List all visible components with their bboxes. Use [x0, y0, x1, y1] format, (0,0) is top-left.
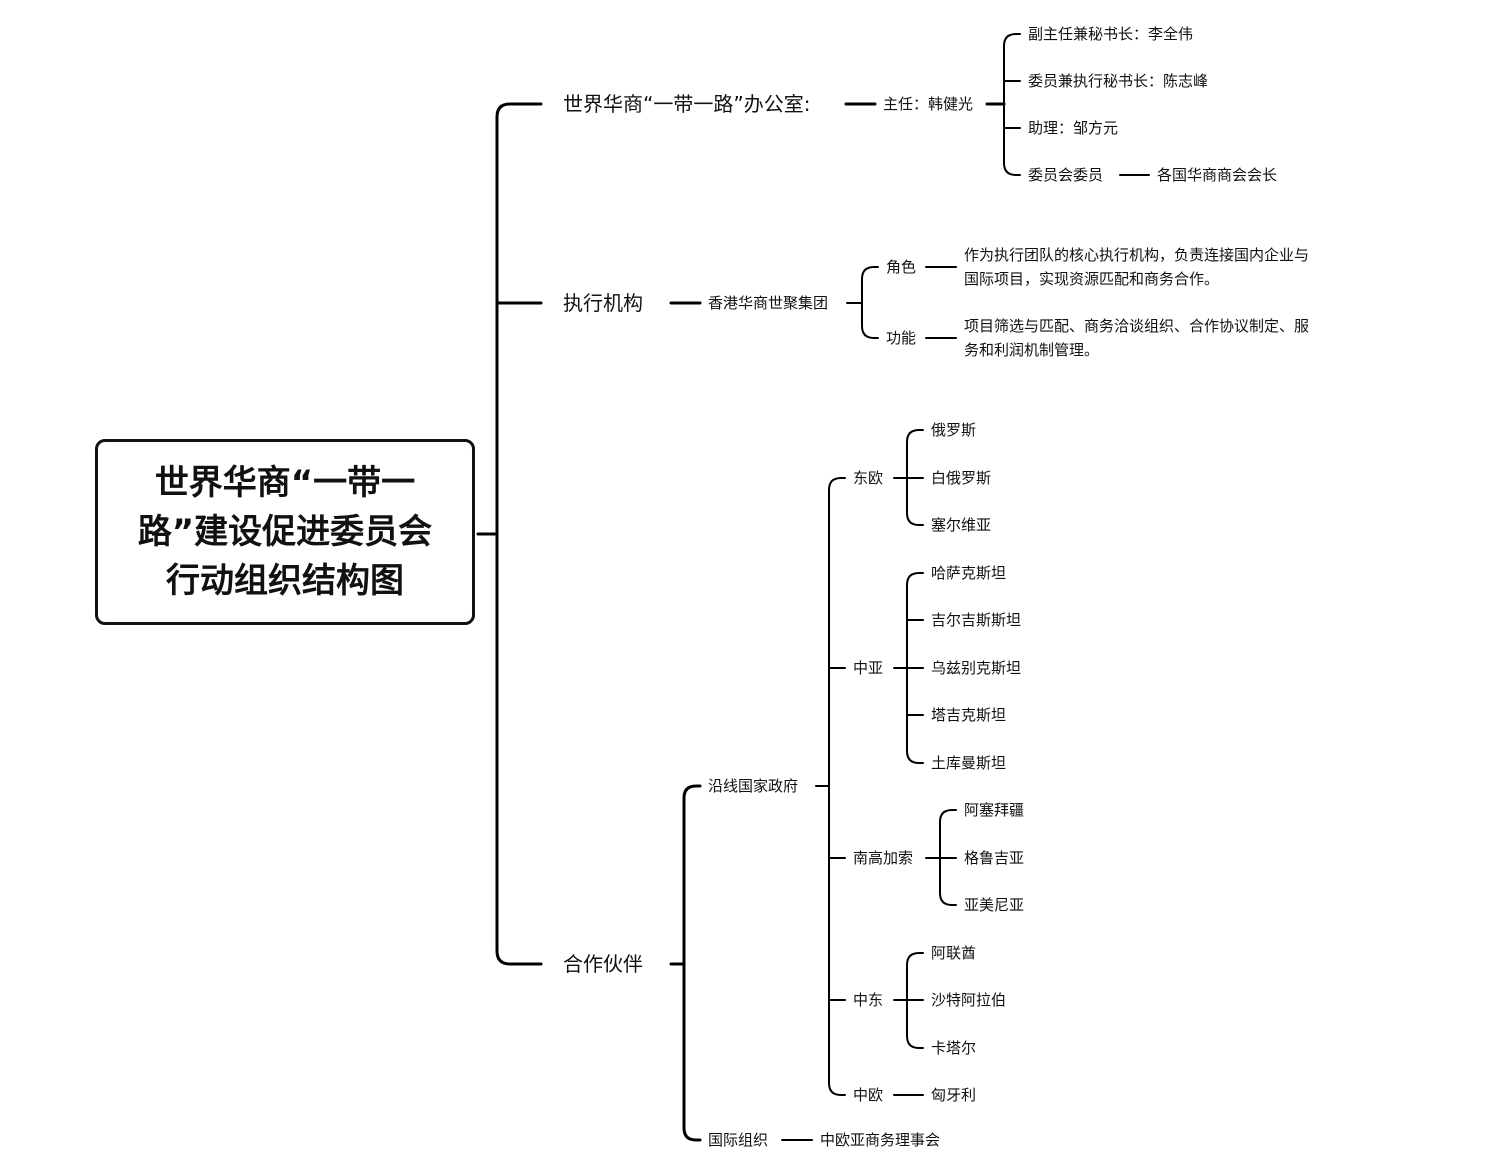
role-label: 角色: [886, 258, 917, 276]
country-node: 俄罗斯: [931, 421, 977, 439]
executive-group: 香港华商世聚集团: [708, 294, 829, 312]
country-node: 白俄罗斯: [931, 469, 992, 487]
office-member: 副主任兼秘书长：李全伟: [1028, 25, 1194, 43]
office-member: 委员会委员: [1028, 166, 1104, 184]
region-node: 中欧: [853, 1086, 884, 1104]
diagram-title: 世界华商“一带一路”建设促进委员会行动组织结构图: [137, 462, 433, 601]
country-node: 沙特阿拉伯: [931, 991, 1007, 1009]
function-label: 功能: [886, 329, 917, 347]
country-node: 格鲁吉亚: [964, 849, 1025, 867]
region-node: 中亚: [853, 659, 884, 677]
country-node: 亚美尼亚: [964, 896, 1025, 914]
country-node: 阿联酋: [931, 944, 977, 962]
committee-detail: 各国华商商会会长: [1157, 166, 1278, 184]
office-node: 世界华商“一带一路”办公室:: [563, 92, 811, 116]
country-node: 土库曼斯坦: [931, 754, 1007, 772]
executive-node: 执行机构: [563, 291, 643, 315]
role-text: 作为执行团队的核心执行机构，负责连接国内企业与国际项目，实现资源匹配和商务合作。: [964, 246, 1310, 288]
international-detail: 中欧亚商务理事会: [820, 1131, 941, 1149]
country-node: 塔吉克斯坦: [931, 706, 1007, 724]
country-node: 阿塞拜疆: [964, 801, 1025, 819]
office-member: 委员兼执行秘书长：陈志峰: [1028, 72, 1209, 90]
country-node: 乌兹别克斯坦: [931, 659, 1022, 677]
region-node: 南高加索: [853, 849, 914, 867]
country-node: 塞尔维亚: [931, 516, 992, 534]
partners-node: 合作伙伴: [563, 952, 643, 976]
function-text: 项目筛选与匹配、商务洽谈组织、合作协议制定、服务和利润机制管理。: [964, 317, 1310, 359]
country-node: 吉尔吉斯斯坦: [931, 611, 1022, 629]
region-node: 东欧: [853, 469, 884, 487]
country-node: 哈萨克斯坦: [931, 564, 1007, 582]
country-node: 卡塔尔: [931, 1039, 977, 1057]
country-node: 匈牙利: [931, 1086, 977, 1104]
international-node: 国际组织: [708, 1131, 769, 1149]
governments-node: 沿线国家政府: [708, 777, 799, 795]
office-member: 助理：邹方元: [1028, 119, 1119, 137]
office-director: 主任：韩健光: [883, 95, 974, 113]
region-node: 中东: [853, 991, 884, 1009]
root-node: 世界华商“一带一路”建设促进委员会行动组织结构图: [95, 439, 475, 625]
